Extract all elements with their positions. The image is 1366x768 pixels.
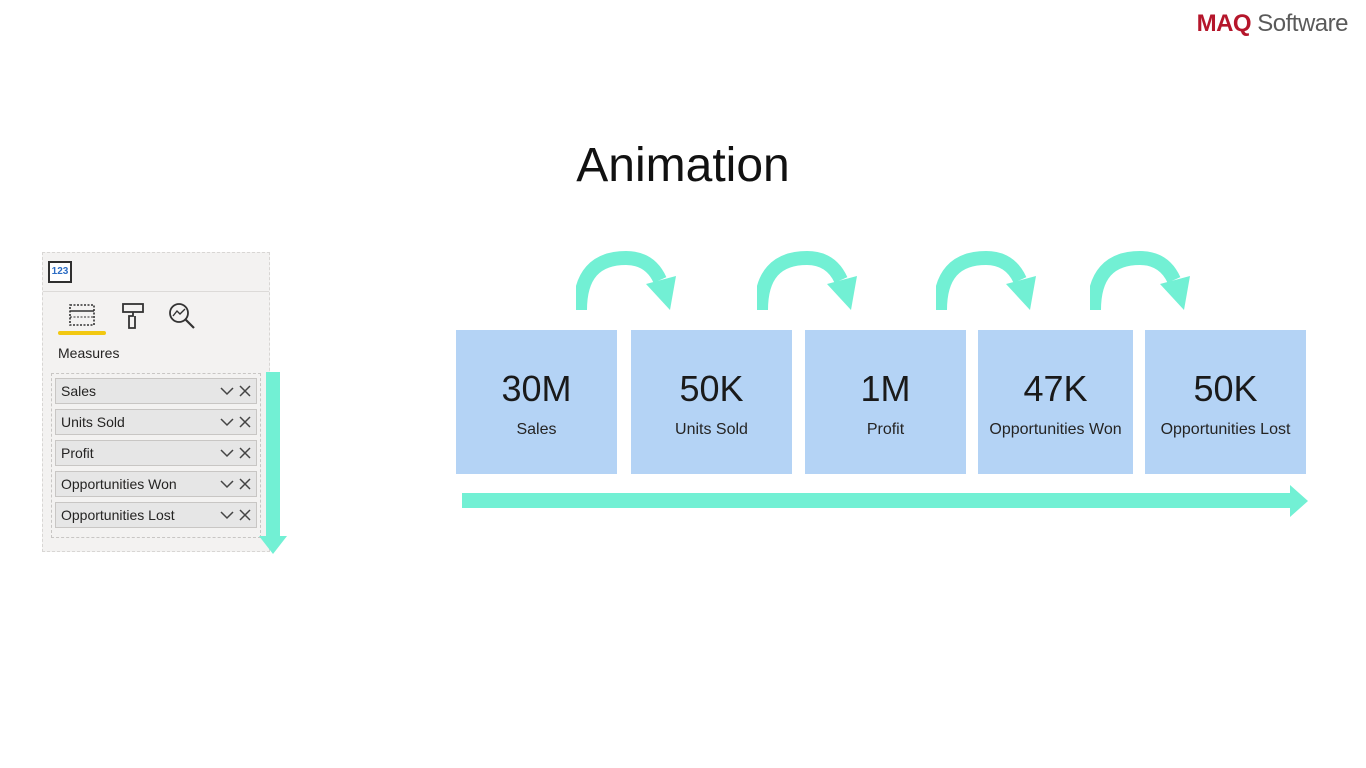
close-icon[interactable]	[239, 416, 251, 428]
curved-arrow-icon	[936, 250, 1036, 311]
card-sales[interactable]: 30M Sales	[456, 330, 617, 474]
card-value: 50K	[679, 368, 744, 409]
active-tab-indicator	[58, 331, 106, 335]
field-item-opportunities-won[interactable]: Opportunities Won	[55, 471, 257, 497]
fields-icon[interactable]	[67, 301, 97, 331]
chevron-down-icon[interactable]	[220, 386, 234, 396]
measures-label: Measures	[58, 345, 120, 361]
field-label: Profit	[61, 445, 94, 461]
brand-software: Software	[1257, 10, 1348, 37]
field-label: Units Sold	[61, 414, 125, 430]
chevron-down-icon[interactable]	[220, 479, 234, 489]
curved-arrow-icon	[576, 250, 676, 311]
field-item-profit[interactable]: Profit	[55, 440, 257, 466]
analytics-icon[interactable]	[167, 301, 197, 331]
close-icon[interactable]	[239, 385, 251, 397]
right-arrow-icon	[462, 485, 1308, 517]
card-value: 30M	[501, 368, 572, 409]
down-arrow-icon	[259, 372, 287, 554]
close-icon[interactable]	[239, 478, 251, 490]
close-icon[interactable]	[239, 509, 251, 521]
card-value: 1M	[860, 368, 911, 409]
field-item-opportunities-lost[interactable]: Opportunities Lost	[55, 502, 257, 528]
brand-maq: MAQ	[1196, 10, 1252, 37]
card-label: Opportunities Won	[989, 421, 1122, 438]
format-paint-icon[interactable]	[118, 301, 148, 331]
card-value: 47K	[1023, 368, 1088, 409]
curved-arrow-icon	[1090, 250, 1190, 311]
fields-pane: 123 Measures Sales Units Sold	[42, 252, 270, 552]
slide-title: Animation	[576, 139, 790, 192]
chevron-down-icon[interactable]	[220, 448, 234, 458]
card-label: Sales	[516, 421, 557, 438]
card-profit[interactable]: 1M Profit	[805, 330, 966, 474]
measures-well: Sales Units Sold Profit Opportunities Wo…	[51, 373, 261, 538]
curved-arrow-icon	[757, 250, 857, 311]
card-label: Opportunities Lost	[1160, 421, 1291, 438]
field-item-sales[interactable]: Sales	[55, 378, 257, 404]
card-opportunities-won[interactable]: 47K Opportunities Won	[978, 330, 1133, 474]
card-visual-icon[interactable]: 123	[48, 261, 72, 283]
card-opportunities-lost[interactable]: 50K Opportunities Lost	[1145, 330, 1306, 474]
card-label: Units Sold	[675, 421, 748, 438]
field-label: Opportunities Lost	[61, 507, 175, 523]
card-units-sold[interactable]: 50K Units Sold	[631, 330, 792, 474]
chevron-down-icon[interactable]	[220, 510, 234, 520]
chevron-down-icon[interactable]	[220, 417, 234, 427]
brand-logo: MAQ Software	[1196, 10, 1349, 38]
pane-divider	[43, 291, 269, 292]
card-value: 50K	[1193, 368, 1258, 409]
card-label: Profit	[866, 421, 905, 438]
close-icon[interactable]	[239, 447, 251, 459]
field-label: Opportunities Won	[61, 476, 177, 492]
field-item-units-sold[interactable]: Units Sold	[55, 409, 257, 435]
field-label: Sales	[61, 383, 97, 399]
